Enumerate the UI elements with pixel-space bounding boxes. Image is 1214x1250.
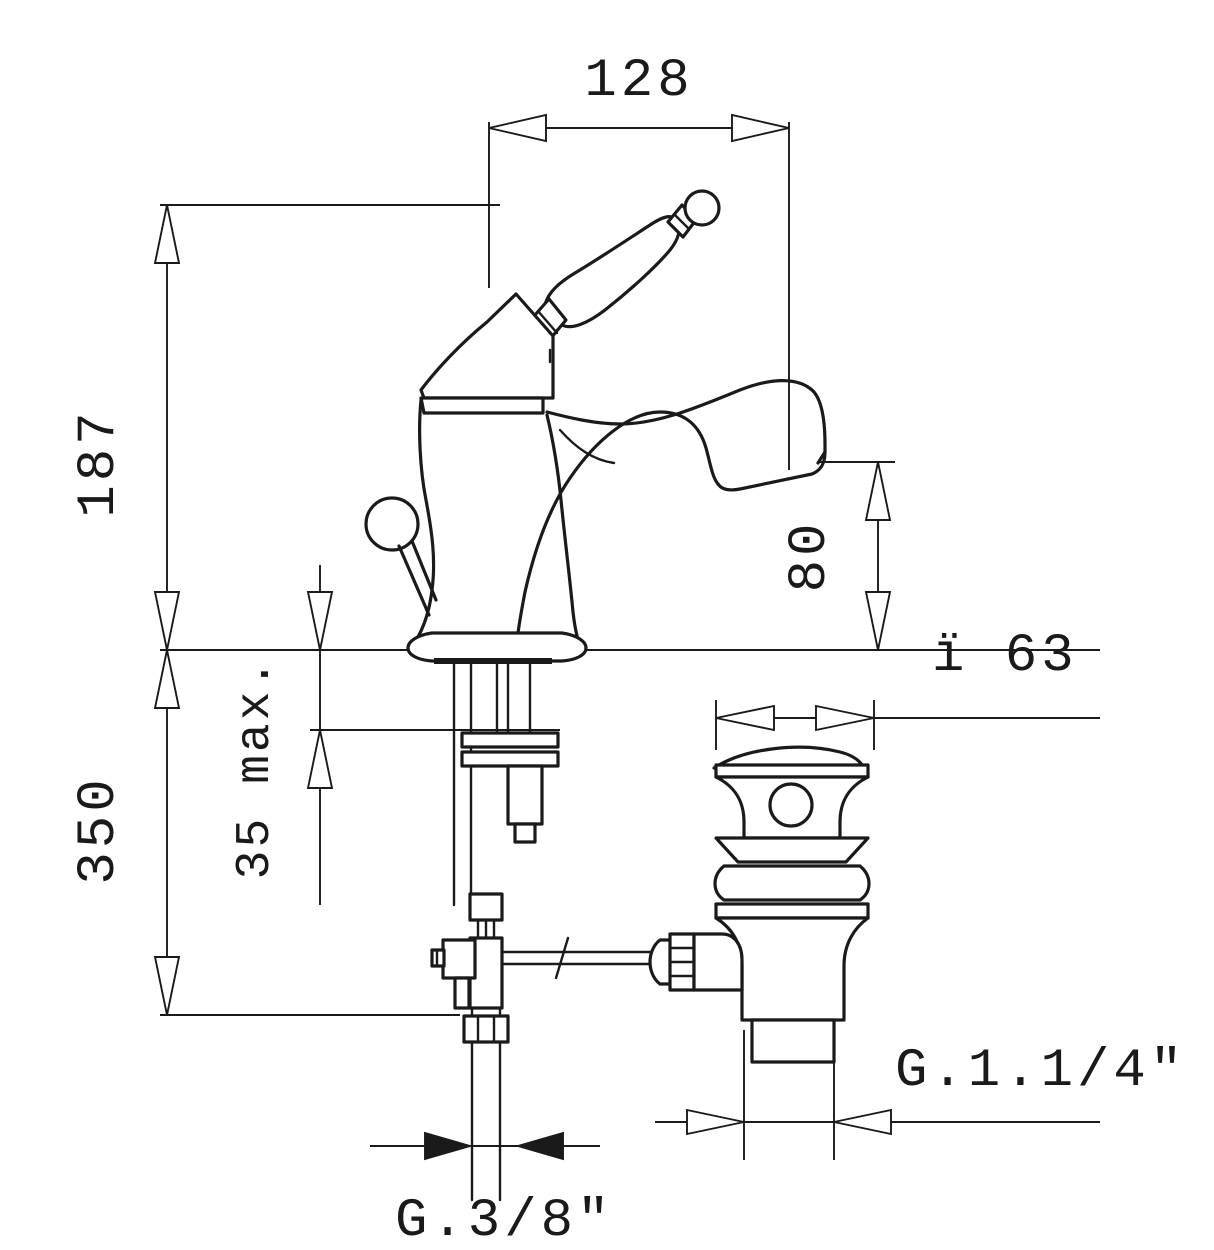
base-gasket	[434, 658, 552, 664]
arrow-right-waste-thread	[833, 1108, 892, 1136]
union-nut	[462, 1014, 510, 1044]
arrow-top-350	[153, 649, 181, 709]
lever-handle	[526, 189, 721, 347]
mounting-washer	[460, 731, 560, 749]
dim-label-128: 128	[584, 51, 693, 112]
arrow-bottom-350	[153, 956, 181, 1016]
cartridge-housing	[419, 292, 555, 415]
waste-barrel-ring	[713, 864, 871, 902]
pop-up-lift-rod	[364, 496, 438, 617]
threaded-shank	[452, 662, 560, 907]
dimension-overall-height: 187	[69, 204, 500, 651]
dimension-spout-reach: 128	[488, 51, 790, 470]
pivot-nut-dome	[648, 938, 674, 986]
spout-upper-curve	[545, 379, 827, 454]
bonnet-shape	[419, 292, 555, 400]
waste-base-flange	[714, 902, 870, 920]
waste-main-body	[714, 916, 870, 1022]
arrow-top-187	[153, 204, 181, 264]
arrow-left-supply-thread	[424, 1131, 474, 1161]
tail-sleeve-upper	[468, 892, 504, 922]
arrow-left-waste-thread	[686, 1108, 745, 1136]
handle-ball-finial	[683, 189, 721, 227]
dimension-hose-length: 350	[69, 649, 460, 1016]
lift-rod-shaft-b	[410, 539, 438, 602]
handle-body	[543, 215, 681, 329]
arrow-bottom-80	[864, 591, 892, 651]
mounting-base	[406, 631, 588, 664]
tap-body-right-profile	[545, 413, 584, 652]
dimension-max-deck-thickness: 35 max.	[229, 565, 560, 905]
spout-outlet-lip	[716, 450, 827, 492]
tap-body	[411, 398, 584, 652]
waste-overflow-hole	[768, 782, 814, 828]
dimension-waste-diameter: ï 63	[715, 626, 1100, 750]
spout-under-curve	[514, 410, 720, 652]
side-bracket	[441, 938, 477, 980]
waste-mid-flange	[714, 836, 870, 864]
dim-label-waste-thread: G.1.1/4"	[895, 1041, 1186, 1102]
handle-neck-groove	[672, 212, 691, 231]
clamp-stud-tip	[513, 822, 537, 844]
supply-tails	[430, 892, 510, 1202]
lift-rod-shaft-a	[397, 544, 431, 617]
bracket-pin	[453, 976, 471, 1010]
arrow-left-128	[488, 113, 547, 143]
arrow-bottom-35max	[306, 729, 334, 789]
pivot-rod	[500, 936, 662, 980]
waste-outlet-spigot	[750, 1018, 836, 1064]
arrow-left-63	[715, 704, 775, 732]
arrow-bottom-187	[153, 591, 181, 651]
waste-plug-dome	[712, 745, 866, 770]
tap-body-left-profile	[411, 398, 436, 647]
dim-label-63: ï 63	[932, 626, 1078, 687]
spout-outlet-face	[816, 450, 827, 465]
dim-label-187: 187	[69, 408, 130, 517]
clamp-stud	[506, 764, 544, 826]
arrow-top-80	[864, 461, 892, 521]
arrow-right-63	[815, 704, 875, 732]
pop-up-waste-body	[712, 745, 871, 1064]
dim-label-80: 80	[780, 520, 841, 593]
base-escutcheon	[406, 631, 588, 663]
dimension-supply-thread: G.3/8"	[370, 1131, 613, 1250]
dimension-spout-height: 80	[780, 461, 895, 651]
pivot-rod-break-mark	[554, 936, 570, 980]
mounting-nut	[460, 750, 560, 768]
arrow-right-128	[731, 113, 790, 143]
dim-label-supply-thread: G.3/8"	[395, 1191, 613, 1250]
handle-collar-groove	[536, 309, 559, 335]
dimension-waste-thread: G.1.1/4"	[655, 1030, 1186, 1160]
pivot-nut-shoulder	[692, 932, 744, 992]
curved-spout	[514, 379, 827, 652]
dim-label-35max: 35 max.	[229, 657, 283, 880]
bonnet-flange	[419, 396, 545, 415]
arrow-top-35max	[306, 591, 334, 651]
dim-label-350: 350	[69, 775, 130, 884]
waste-top-flange	[714, 763, 870, 779]
spout-neck-line	[558, 428, 616, 465]
pivot-nut	[648, 932, 744, 992]
arrow-right-supply-thread	[514, 1131, 564, 1161]
lift-rod-knob	[364, 496, 420, 552]
